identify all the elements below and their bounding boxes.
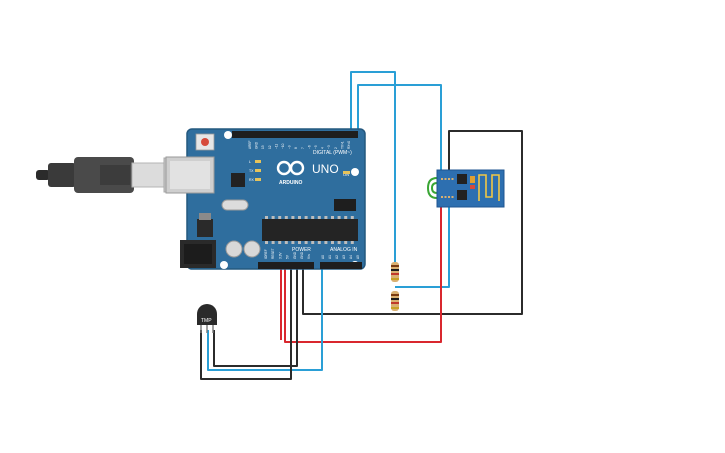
resistor-2[interactable] [391, 291, 399, 311]
pin-label: AREF [248, 140, 252, 149]
analog-label: ANALOG IN [330, 247, 358, 253]
wire-black-sensor-vcc[interactable] [200, 268, 292, 380]
pin-label: A5 [356, 255, 360, 259]
pin-label: RESET [271, 248, 275, 259]
pin-label: A1 [328, 255, 332, 259]
board-model: UNO [312, 162, 339, 176]
pin-label: 2 [334, 147, 338, 149]
power-label: POWER [292, 247, 311, 253]
pin-label: A3 [342, 255, 346, 259]
antenna-trace-icon [478, 174, 500, 201]
sensor-label: TMP [201, 318, 212, 324]
wire-red-5v[interactable] [284, 203, 442, 343]
pin-label: 4 [321, 147, 325, 149]
on-led [343, 171, 350, 174]
temperature-sensor[interactable]: TMP [197, 304, 217, 333]
pin-label: ~3 [327, 145, 331, 149]
wire-blue-analog[interactable] [207, 268, 323, 371]
pin-label: ~5 [314, 145, 318, 149]
pin-label: TX>1 [340, 141, 344, 149]
led-label: L [249, 160, 251, 164]
pin-label: ~6 [307, 145, 311, 149]
status-led [255, 160, 261, 163]
wire-blue-tx[interactable] [350, 71, 396, 262]
power-header[interactable] [258, 262, 314, 269]
resistor-1[interactable] [391, 262, 399, 282]
pin-label: ~11 [274, 144, 278, 149]
pin-label: IOREF [264, 249, 268, 259]
module-pins-green [426, 177, 438, 199]
board-brand: ARDUINO [279, 180, 302, 186]
pin-label: ~10 [281, 143, 285, 149]
digital-label: DIGITAL (PWM~) [313, 150, 352, 156]
pin-label: 7 [301, 147, 305, 149]
pin-label: 12 [268, 145, 272, 149]
pin-label: ~9 [288, 145, 292, 149]
wire-black-board-gnd[interactable] [302, 268, 395, 315]
wire-black-esp-gnd[interactable] [395, 130, 523, 315]
pin-label: GND [255, 141, 259, 149]
pin-label: A0 [321, 255, 325, 259]
status-led [255, 169, 261, 172]
digital-header[interactable] [232, 131, 358, 138]
infinity-logo-icon [276, 160, 305, 176]
pin-label: GND [300, 251, 304, 259]
on-label: ON [343, 172, 349, 177]
wires [200, 71, 523, 380]
pin-label: A4 [349, 255, 353, 259]
analog-header[interactable] [320, 262, 362, 269]
pin-label: A2 [335, 255, 339, 259]
status-led [255, 178, 261, 181]
pin-label: 5V [286, 254, 290, 259]
microcontroller-chip [262, 219, 358, 241]
wire-blue-rx[interactable] [357, 84, 442, 175]
wire-black-sensor-gnd[interactable] [213, 268, 298, 367]
wire-blue-esp-resistor[interactable] [395, 195, 450, 288]
pin-label: GND [293, 251, 297, 259]
pin-label: RX<0 [347, 141, 351, 149]
led-label: RX [249, 178, 255, 182]
esp-wifi-module[interactable] [426, 169, 505, 208]
led-label: TX [249, 169, 254, 173]
pin-label: 13 [261, 145, 265, 149]
pin-label: Vin [307, 254, 311, 259]
pin-label: 8 [294, 147, 298, 149]
pin-label: 3.3V [278, 252, 282, 259]
arduino-board[interactable]: UNO ARDUINO DIGITAL (PWM~) POWER ANALOG … [165, 128, 366, 270]
